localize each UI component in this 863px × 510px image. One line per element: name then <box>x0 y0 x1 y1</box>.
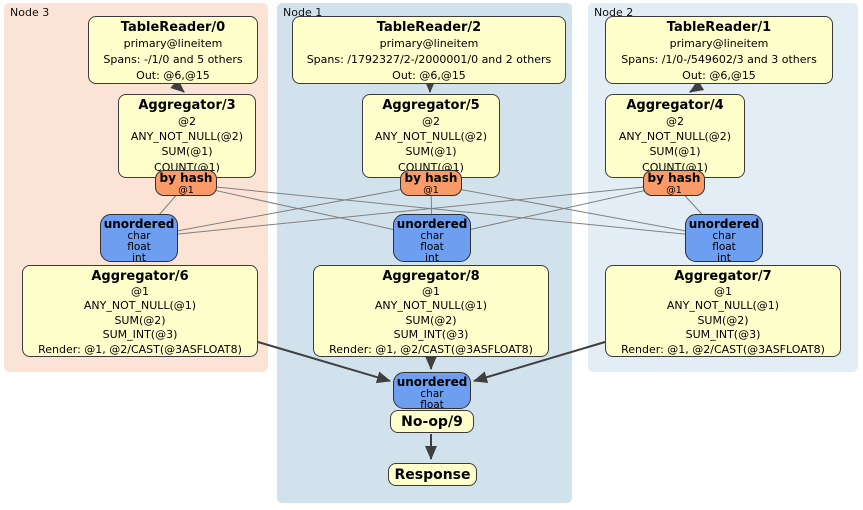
sync-type: char <box>420 388 444 400</box>
sync-type: char <box>127 230 151 242</box>
processor-title: TableReader/2 <box>376 20 482 35</box>
node-2-label: Node 2 <box>594 6 634 19</box>
aggregator-3-box: Aggregator/3 @2 ANY_NOT_NULL(@2) SUM(@1)… <box>118 94 256 178</box>
unordered-sync-node2: unordered char float int <box>685 214 763 264</box>
by-hash-router-node3: by hash @1 <box>155 170 217 196</box>
agg-fn: SUM_INT(@3) <box>102 328 178 342</box>
router-key: @1 <box>666 185 682 196</box>
unordered-sync-node1: unordered char float int <box>393 214 471 264</box>
agg-fn: ANY_NOT_NULL(@2) <box>618 130 732 144</box>
response-box: Response <box>388 463 477 486</box>
agg-fn: SUM_INT(@3) <box>685 328 761 342</box>
agg-group-col: @2 <box>178 115 196 128</box>
aggregator-8-box: Aggregator/8 @1 ANY_NOT_NULL(@1) SUM(@2)… <box>313 265 549 357</box>
sync-type: char <box>712 230 736 242</box>
sync-type: float <box>420 399 444 411</box>
agg-fn: SUM(@2) <box>114 313 166 327</box>
aggregator-4-box: Aggregator/4 @2 ANY_NOT_NULL(@2) SUM(@1)… <box>605 94 745 178</box>
table-index: primary@lineitem <box>123 37 223 50</box>
processor-title: Aggregator/3 <box>138 98 236 113</box>
agg-fn: SUM(@1) <box>161 145 213 159</box>
table-out: Out: @6,@15 <box>392 69 466 82</box>
processor-title: Aggregator/8 <box>382 269 480 284</box>
sync-type: float <box>127 241 151 253</box>
agg-group-col: @1 <box>422 285 440 298</box>
sync-type: char <box>420 230 444 242</box>
sync-title: unordered <box>103 217 175 231</box>
sync-title: unordered <box>688 217 760 231</box>
agg-fn: ANY_NOT_NULL(@1) <box>666 299 780 313</box>
sync-type: float <box>420 241 444 253</box>
node-1-label: Node 1 <box>283 6 323 19</box>
processor-title: Aggregator/7 <box>674 269 772 284</box>
router-title: by hash <box>404 171 458 185</box>
table-out: Out: @6,@15 <box>682 69 756 82</box>
processor-title: TableReader/1 <box>666 20 772 35</box>
table-spans: Spans: -/1/0 and 5 others <box>103 53 243 66</box>
agg-fn: ANY_NOT_NULL(@2) <box>130 130 244 144</box>
agg-fn: SUM(@2) <box>405 313 457 327</box>
processor-title: Aggregator/4 <box>626 98 724 113</box>
aggregator-5-box: Aggregator/5 @2 ANY_NOT_NULL(@2) SUM(@1)… <box>362 94 500 178</box>
agg-render: Render: @1, @2/CAST(@3ASFLOAT8) <box>621 342 825 356</box>
router-title: by hash <box>647 171 701 185</box>
agg-fn: SUM_INT(@3) <box>393 328 469 342</box>
router-key: @1 <box>423 185 439 196</box>
router-key: @1 <box>178 185 194 196</box>
agg-fn: SUM(@2) <box>697 313 749 327</box>
by-hash-router-node1: by hash @1 <box>400 170 462 196</box>
agg-render: Render: @1, @2/CAST(@3ASFLOAT8) <box>38 342 242 356</box>
table-spans: Spans: /1792327/2-/2000001/0 and 2 other… <box>306 53 552 66</box>
sync-type: int <box>425 252 439 264</box>
sync-type: int <box>132 252 146 264</box>
unordered-sync-final: unordered char float <box>393 372 471 411</box>
agg-fn: SUM(@1) <box>405 145 457 159</box>
table-reader-2-box: TableReader/2 primary@lineitem Spans: /1… <box>292 16 566 84</box>
sync-type: int <box>717 252 731 264</box>
processor-title: Response <box>394 467 471 483</box>
flow-arrows <box>170 78 705 460</box>
processor-title: Aggregator/5 <box>382 98 480 113</box>
agg-group-col: @1 <box>714 285 732 298</box>
table-reader-0-box: TableReader/0 primary@lineitem Spans: -/… <box>88 16 258 84</box>
sync-title: unordered <box>396 217 468 231</box>
noop-box: No-op/9 <box>390 410 474 433</box>
agg-group-col: @2 <box>422 115 440 128</box>
table-out: Out: @6,@15 <box>136 69 210 82</box>
agg-fn: SUM(@1) <box>649 145 701 159</box>
unordered-sync-node3: unordered char float int <box>100 214 178 264</box>
by-hash-router-node2: by hash @1 <box>643 170 705 196</box>
agg-render: Render: @1, @2/CAST(@3ASFLOAT8) <box>329 342 533 356</box>
table-spans: Spans: /1/0-/549602/3 and 3 others <box>621 53 817 66</box>
sync-type: float <box>712 241 736 253</box>
agg-fn: ANY_NOT_NULL(@1) <box>83 299 197 313</box>
processor-title: Aggregator/6 <box>91 269 189 284</box>
agg-fn: ANY_NOT_NULL(@1) <box>374 299 488 313</box>
agg-fn: ANY_NOT_NULL(@2) <box>374 130 488 144</box>
node-3-label: Node 3 <box>10 6 50 19</box>
table-index: primary@lineitem <box>379 37 479 50</box>
processor-title: TableReader/0 <box>120 20 226 35</box>
table-reader-1-box: TableReader/1 primary@lineitem Spans: /1… <box>605 16 833 84</box>
agg-group-col: @2 <box>666 115 684 128</box>
router-title: by hash <box>159 171 213 185</box>
agg-group-col: @1 <box>131 285 149 298</box>
aggregator-6-box: Aggregator/6 @1 ANY_NOT_NULL(@1) SUM(@2)… <box>22 265 258 357</box>
sync-title: unordered <box>396 375 468 389</box>
processor-title: No-op/9 <box>401 414 463 430</box>
aggregator-7-box: Aggregator/7 @1 ANY_NOT_NULL(@1) SUM(@2)… <box>605 265 841 357</box>
table-index: primary@lineitem <box>669 37 769 50</box>
